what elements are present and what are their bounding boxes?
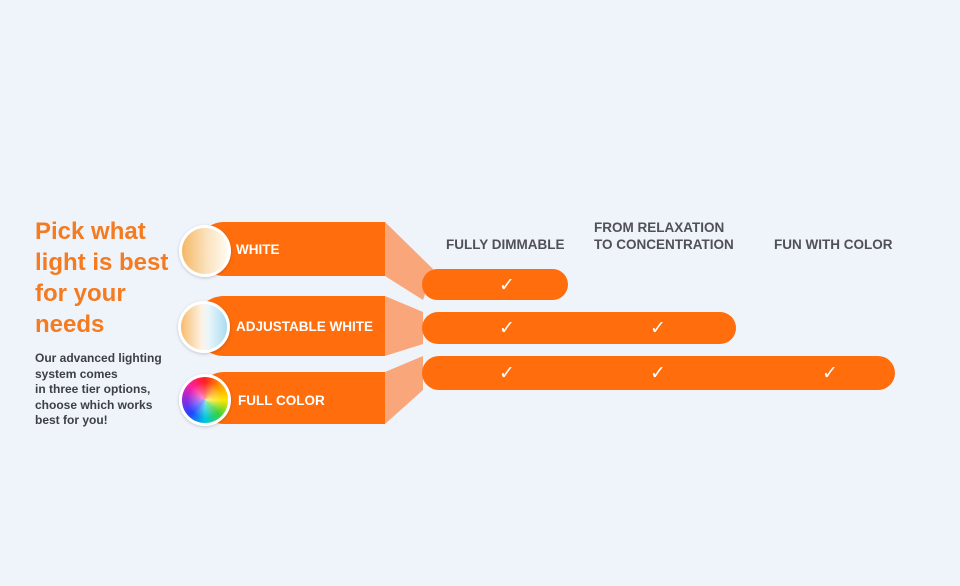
full-color-connector	[385, 356, 423, 424]
check-icon-white-dimmable: ✓	[499, 274, 515, 296]
description-line: Our advanced lighting	[35, 351, 162, 365]
headline-line: light is best	[35, 249, 169, 276]
description-line: in three tier options,	[35, 382, 151, 396]
check-icon-fullcolor-color: ✓	[822, 362, 838, 384]
check-icon-adjustable-dimmable: ✓	[499, 317, 515, 339]
white-connector	[385, 222, 433, 300]
column-header-fun-with-color: FUN WITH COLOR	[774, 236, 892, 253]
column-header-line: TO CONCENTRATION	[594, 237, 734, 252]
column-header-relaxation-concentration: FROM RELAXATION TO CONCENTRATION	[594, 219, 734, 253]
tier-label-full-color: FULL COLOR	[238, 393, 325, 408]
tier-label-white: WHITE	[236, 242, 280, 257]
column-header-line: FUN WITH COLOR	[774, 237, 893, 252]
color-wheel-icon	[179, 374, 231, 426]
check-icon-fullcolor-concentration: ✓	[650, 362, 666, 384]
description-line: best for you!	[35, 413, 108, 427]
tier-label-adjustable-white: ADJUSTABLE WHITE	[236, 319, 373, 334]
column-header-fully-dimmable: FULLY DIMMABLE	[446, 236, 565, 253]
white-swatch-icon	[179, 225, 231, 277]
check-icon-adjustable-concentration: ✓	[650, 317, 666, 339]
headline-line: Pick what	[35, 218, 146, 245]
adjustable-white-feature-bar	[422, 312, 736, 344]
adjustable-white-tab	[194, 296, 385, 356]
adjustable-white-connector	[385, 296, 423, 356]
description-line: system comes	[35, 366, 118, 381]
adjustable-white-swatch-icon	[178, 301, 230, 353]
check-icon-fullcolor-dimmable: ✓	[499, 362, 515, 384]
full-color-feature-bar	[422, 356, 895, 390]
white-tab	[197, 222, 385, 276]
column-header-line: FULLY DIMMABLE	[446, 237, 565, 252]
description-line: choose which works	[35, 397, 153, 412]
description: Our advanced lighting system comes in th…	[35, 351, 185, 429]
column-header-line: FROM RELAXATION	[594, 220, 725, 235]
headline-line: for your	[35, 280, 126, 307]
white-feature-bar	[422, 269, 568, 300]
headline-line: needs	[35, 311, 105, 338]
full-color-tab	[198, 372, 385, 424]
headline: Pick what light is best for your needs	[35, 216, 185, 340]
